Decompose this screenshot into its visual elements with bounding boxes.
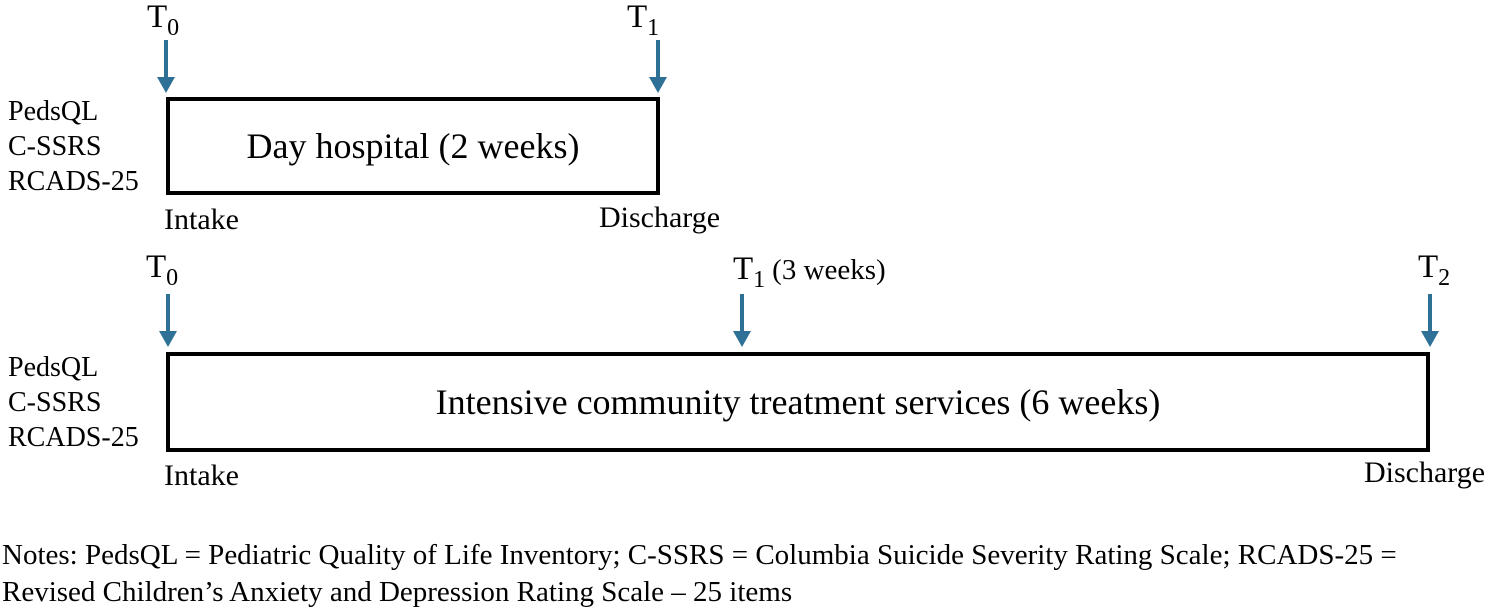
arrow-head [649, 77, 667, 93]
intake-label-community: Intake [164, 459, 239, 492]
measures-list-community: PedsQL C-SSRS RCADS-25 [8, 350, 139, 455]
measure-item: RCADS-25 [8, 422, 139, 453]
timepoint-letter: T [1418, 249, 1439, 285]
arrow-head [1421, 331, 1439, 347]
arrow-shaft [740, 294, 744, 331]
arrow-shaft [1428, 294, 1432, 331]
measure-item: PedsQL [8, 352, 99, 383]
day-hospital-box: Day hospital (2 weeks) [166, 97, 660, 195]
down-arrow-icon [159, 294, 177, 347]
down-arrow-icon [733, 294, 751, 347]
timepoint-t2-community: T2 [1418, 249, 1457, 291]
timepoint-suffix: (3 weeks) [772, 254, 886, 286]
measure-item: RCADS-25 [8, 166, 139, 197]
timepoint-subscript: 2 [1438, 265, 1451, 291]
timepoint-letter: T [146, 249, 167, 285]
timepoint-t1-community: T1(3 weeks) [733, 251, 886, 293]
arrow-shaft [164, 40, 168, 77]
down-arrow-icon [649, 40, 667, 93]
measure-item: PedsQL [8, 96, 99, 127]
timepoint-letter: T [627, 0, 648, 35]
down-arrow-icon [157, 40, 175, 93]
timepoint-t1-day-hospital: T1 [627, 0, 666, 41]
arrow-head [157, 77, 175, 93]
notes-line-2: Revised Children’s Anxiety and Depressio… [2, 576, 793, 608]
arrow-head [733, 331, 751, 347]
notes-line-1: Notes: PedsQL = Pediatric Quality of Lif… [2, 539, 1397, 571]
measures-list-day-hospital: PedsQL C-SSRS RCADS-25 [8, 94, 139, 199]
arrow-head [159, 331, 177, 347]
timepoint-subscript: 0 [167, 15, 180, 41]
arrow-shaft [166, 294, 170, 331]
day-hospital-box-label: Day hospital (2 weeks) [246, 126, 580, 166]
measure-item: C-SSRS [8, 387, 102, 418]
intake-label-day-hospital: Intake [164, 203, 239, 236]
discharge-label-community: Discharge [1364, 456, 1486, 489]
timepoint-t0-community: T0 [146, 249, 185, 291]
abbreviation-notes: Notes: PedsQL = Pediatric Quality of Lif… [2, 537, 1397, 611]
timepoint-subscript: 1 [753, 267, 766, 293]
timepoint-subscript: 0 [166, 265, 179, 291]
timepoint-subscript: 1 [647, 15, 660, 41]
discharge-label-day-hospital: Discharge [599, 201, 721, 234]
timepoint-letter: T [147, 0, 168, 35]
down-arrow-icon [1421, 294, 1439, 347]
arrow-shaft [656, 40, 660, 77]
community-treatment-box-label: Intensive community treatment services (… [435, 382, 1161, 422]
timepoint-t0-day-hospital: T0 [147, 0, 186, 41]
community-treatment-box: Intensive community treatment services (… [166, 352, 1430, 452]
timepoint-letter: T [733, 251, 754, 287]
measure-item: C-SSRS [8, 131, 102, 162]
